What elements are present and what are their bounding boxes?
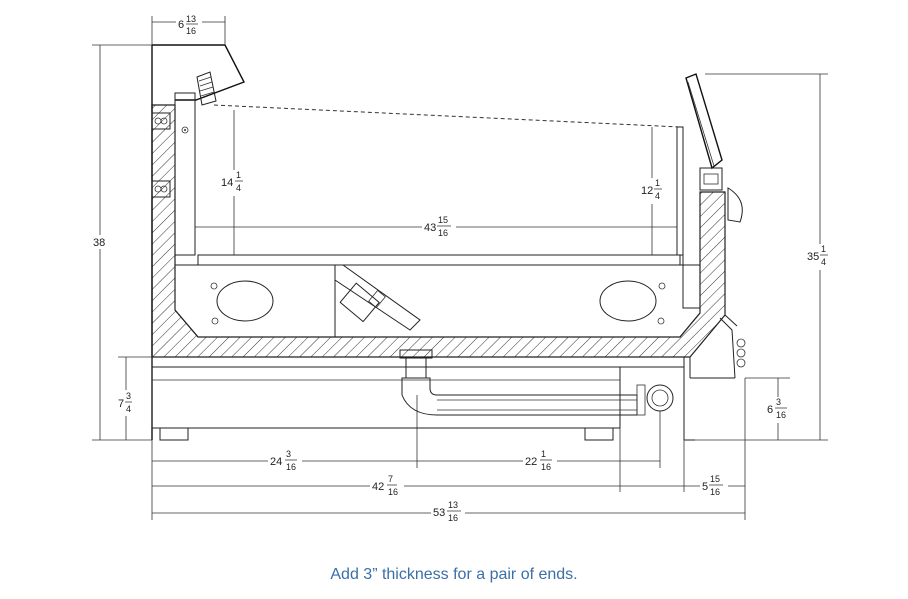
dim-label-drain-pipe: 22 1 16 bbox=[523, 449, 557, 473]
base-frame bbox=[151, 356, 685, 441]
svg-text:22: 22 bbox=[525, 456, 537, 468]
dim-label-drain-left-offset: 24 3 16 bbox=[268, 449, 302, 473]
svg-text:1: 1 bbox=[655, 178, 660, 188]
svg-text:16: 16 bbox=[541, 462, 551, 472]
thickness-note: Add 3” thickness for a pair of ends. bbox=[330, 566, 578, 583]
svg-text:16: 16 bbox=[186, 26, 196, 36]
svg-text:1: 1 bbox=[821, 244, 826, 254]
dim-label-inner-width: 43 15 16 bbox=[422, 215, 456, 239]
svg-text:13: 13 bbox=[186, 14, 196, 24]
load-line bbox=[213, 104, 681, 128]
svg-text:43: 43 bbox=[424, 222, 436, 234]
svg-text:35: 35 bbox=[807, 251, 819, 263]
dim-label-inner-left: 14 1 4 bbox=[220, 170, 246, 196]
svg-text:16: 16 bbox=[448, 513, 458, 523]
left-liner bbox=[174, 92, 196, 256]
svg-text:16: 16 bbox=[388, 487, 398, 497]
dim-label-right-overhang: 5 15 16 bbox=[700, 474, 728, 498]
svg-text:15: 15 bbox=[710, 474, 720, 484]
svg-text:16: 16 bbox=[438, 228, 448, 238]
dim-label-height-left: 38 bbox=[90, 235, 110, 249]
svg-text:3: 3 bbox=[126, 391, 131, 401]
svg-text:6: 6 bbox=[767, 404, 773, 416]
right-wall bbox=[676, 126, 701, 313]
dim-label-drain-right: 6 3 16 bbox=[765, 397, 793, 423]
svg-text:16: 16 bbox=[776, 410, 786, 420]
left-clips bbox=[151, 112, 171, 198]
svg-text:3: 3 bbox=[776, 397, 781, 407]
svg-text:7: 7 bbox=[118, 398, 124, 410]
svg-text:4: 4 bbox=[821, 257, 826, 267]
svg-text:4: 4 bbox=[236, 183, 241, 193]
svg-text:38: 38 bbox=[93, 237, 105, 249]
svg-text:16: 16 bbox=[710, 487, 720, 497]
dim-label-top-width: 6 13 16 bbox=[176, 12, 202, 36]
svg-text:12: 12 bbox=[641, 185, 653, 197]
svg-text:1: 1 bbox=[236, 170, 241, 180]
svg-text:3: 3 bbox=[286, 449, 291, 459]
svg-text:6: 6 bbox=[178, 19, 184, 31]
svg-text:42: 42 bbox=[372, 481, 384, 493]
svg-text:4: 4 bbox=[126, 404, 131, 414]
svg-text:5: 5 bbox=[702, 481, 708, 493]
case-body bbox=[151, 44, 726, 440]
svg-text:4: 4 bbox=[655, 191, 660, 201]
drain-pipe bbox=[399, 349, 674, 416]
dim-label-base-width: 42 7 16 bbox=[370, 474, 404, 498]
dim-label-lower-left: 7 3 4 bbox=[116, 390, 136, 416]
deck-pan bbox=[174, 254, 701, 338]
case-section-drawing: 6 13 16 38 7 3 4 14 1 4 12 1 4 43 15 16 bbox=[90, 12, 834, 524]
left-handle bbox=[196, 71, 217, 106]
dim-label-height-right: 35 1 4 bbox=[806, 244, 834, 270]
svg-text:53: 53 bbox=[433, 507, 445, 519]
svg-text:14: 14 bbox=[221, 177, 233, 189]
svg-text:16: 16 bbox=[286, 462, 296, 472]
svg-text:24: 24 bbox=[270, 456, 282, 468]
svg-text:1: 1 bbox=[541, 449, 546, 459]
dim-label-overall-width: 53 13 16 bbox=[431, 500, 465, 524]
right-front-glass bbox=[683, 73, 746, 441]
dim-label-inner-right: 12 1 4 bbox=[640, 178, 666, 204]
svg-text:13: 13 bbox=[448, 500, 458, 510]
svg-text:7: 7 bbox=[388, 474, 393, 484]
svg-text:15: 15 bbox=[438, 215, 448, 225]
